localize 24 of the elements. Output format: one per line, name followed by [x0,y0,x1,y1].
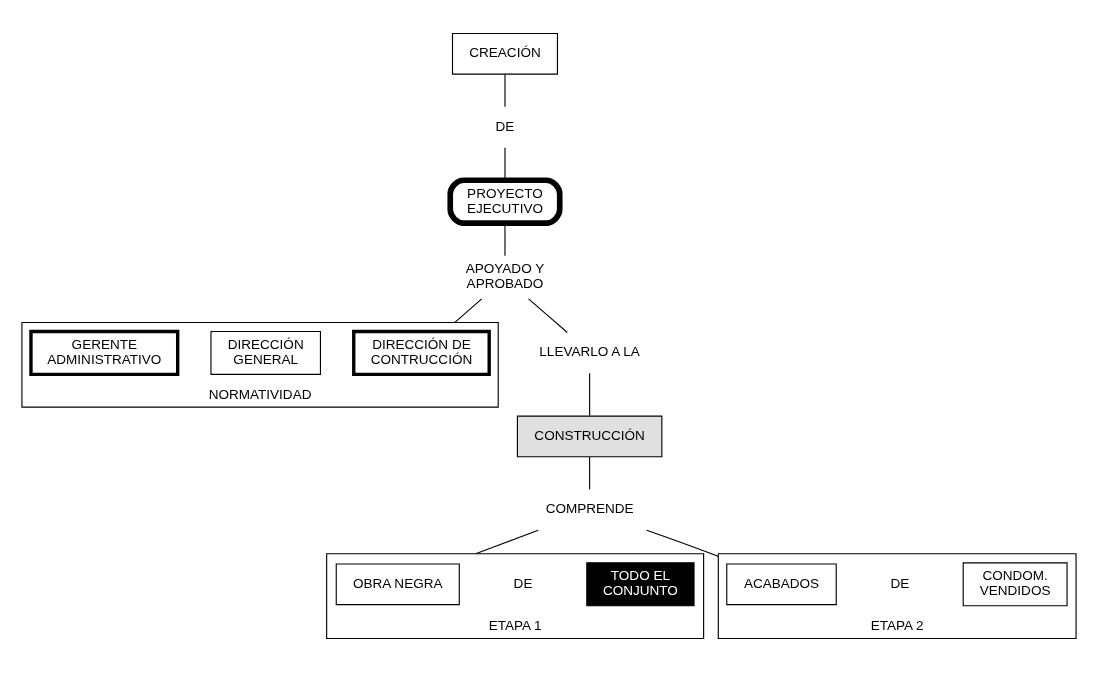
node-box: OBRA NEGRA [335,563,460,606]
connector [589,372,591,417]
connector [454,298,483,323]
label: DE [513,575,533,591]
node-text: DE [495,118,515,134]
connector [504,73,506,108]
node-box: GERENTE ADMINISTRATIVO [29,329,180,377]
connector [528,298,568,334]
node-text: APOYADO Y APROBADO [465,261,545,292]
node-box: DIRECCIÓN GENERAL [210,330,321,375]
connector [646,529,719,557]
node-box: ACABADOS [726,563,837,606]
connector [475,529,539,555]
connector [589,456,591,490]
node-box: PROYECTO EJECUTIVO [447,177,563,226]
node-text: LLEVARLO A LA [539,344,640,360]
node-box: TODO EL CONJUNTO [586,562,695,607]
node-box: CONDOM. VENDIDOS [962,562,1068,607]
node-box: DIRECCIÓN DE CONTRUCCIÓN [352,329,491,377]
node-box: CREACIÓN [451,32,559,75]
node-text: COMPRENDE [545,501,634,517]
node-box: CONSTRUCCIÓN [516,415,663,458]
connector [504,147,506,181]
label: DE [890,575,910,591]
